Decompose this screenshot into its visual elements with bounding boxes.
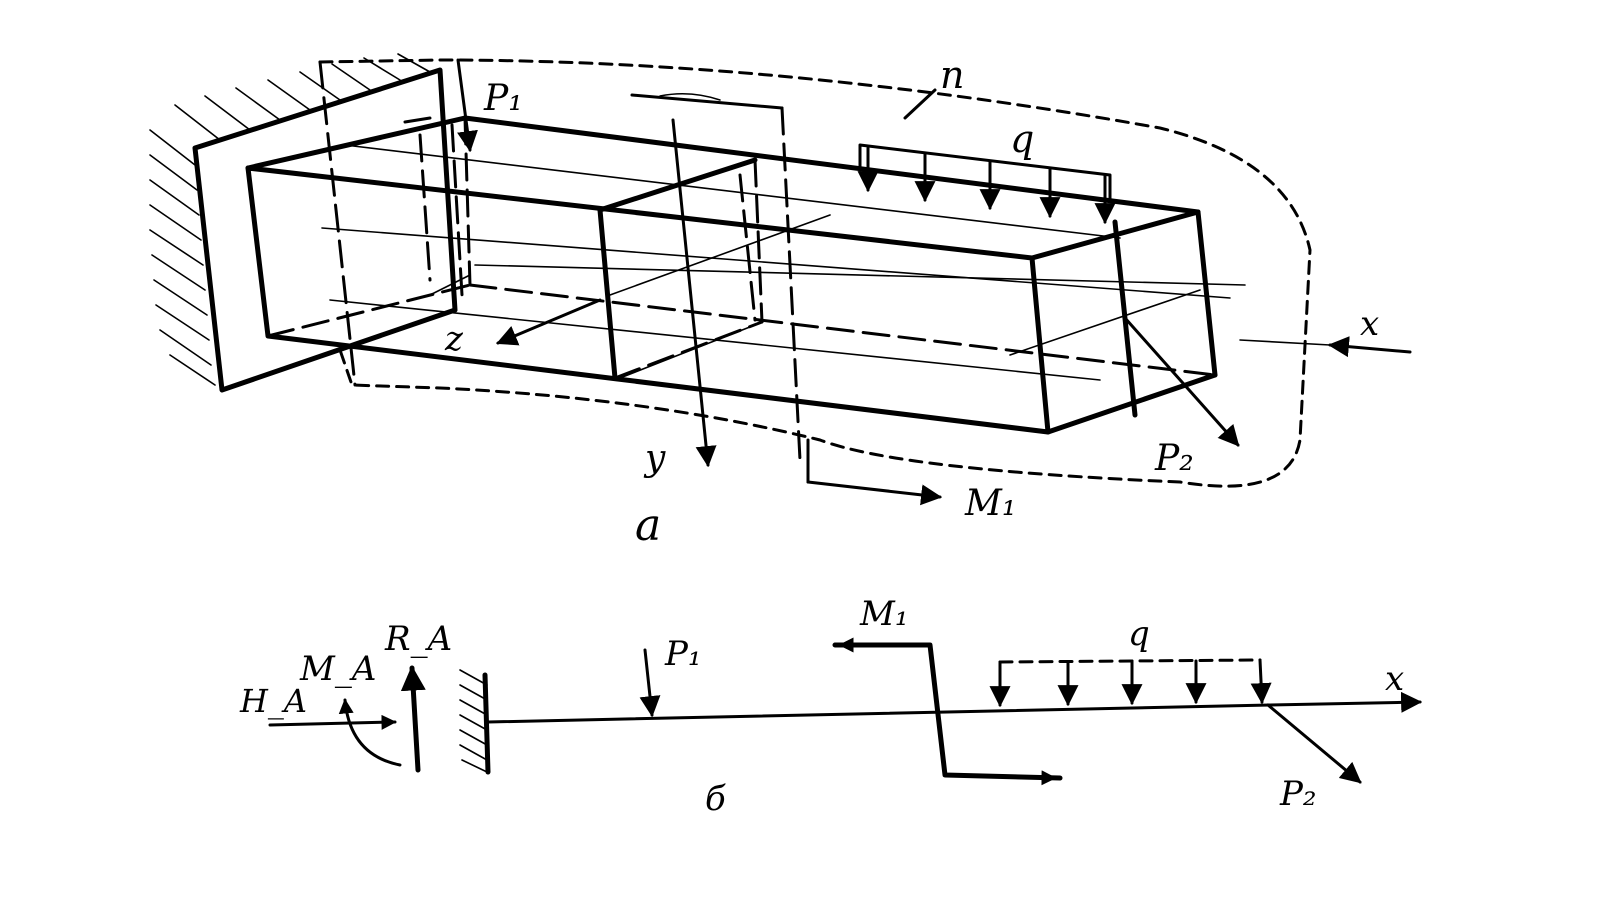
axis-x-label-a: x — [1360, 304, 1379, 344]
m1-plane-line-1 — [738, 173, 757, 322]
moment-ma-arrow — [338, 698, 402, 767]
force-p2-arrow-a — [1123, 316, 1240, 447]
distributed-load-b: q — [989, 614, 1272, 708]
wall-support-b — [459, 669, 491, 775]
p1-dashed-1 — [418, 133, 432, 282]
free-body-boundary — [318, 58, 1312, 488]
axis-z-label-a: z — [444, 319, 464, 359]
beam-box — [245, 115, 1218, 435]
m1-plane-line-2 — [780, 106, 802, 462]
force-p1-label-b: P₁ — [664, 634, 702, 674]
moment-m1-label-b: M₁ — [859, 594, 908, 634]
n-leader — [903, 88, 937, 120]
distributed-load-a: q — [857, 117, 1116, 225]
mid-section-front — [597, 207, 618, 381]
q-envelope-a — [858, 143, 1112, 202]
reaction-ha-label: H_A — [239, 682, 307, 720]
section-cut-line — [318, 60, 357, 387]
section-n-label: n — [940, 53, 964, 97]
beam-top-back-edge — [462, 115, 1201, 215]
m1-top-arc — [659, 92, 721, 101]
force-p2-label-b: P₂ — [1279, 774, 1317, 814]
figure-a: x z y P₁ M₁ q P₂ — [149, 53, 1412, 551]
axis-x-a-ext — [1239, 339, 1331, 346]
figure-b: x R_A M_A H_A P₁ M₁ q P₂ б — [239, 594, 1423, 819]
load-q-label-a: q — [1010, 117, 1034, 161]
wall-support-a — [149, 53, 458, 393]
force-p2-label-a: P₂ — [1154, 438, 1194, 479]
axis-x-label-b: x — [1385, 659, 1404, 699]
m1-top-couple — [630, 93, 784, 110]
wall-b-hatching — [459, 669, 488, 773]
beam-right-back-edge — [1195, 209, 1218, 378]
force-p1-label-a: P₁ — [483, 78, 523, 119]
beam-top-left-edge — [245, 115, 468, 171]
force-p2-arrow-b — [1266, 703, 1362, 784]
reaction-ha-arrow — [268, 714, 397, 730]
wall-hatching — [149, 53, 431, 386]
load-q-label-b: q — [1128, 614, 1150, 654]
force-p1-arrow-a — [456, 58, 478, 153]
beam-front-face — [245, 165, 1051, 435]
axis-y-a — [671, 118, 717, 468]
wall-b-line — [482, 672, 491, 775]
moment-m1-label-a: M₁ — [964, 483, 1016, 524]
hidden-edge-bottom-left — [266, 283, 472, 338]
hidden-edge-bottom-back — [468, 283, 1217, 377]
hidden-edge-back-left — [463, 116, 472, 287]
beam-line-b — [486, 703, 1272, 724]
p1-tick — [403, 116, 432, 124]
centre-lines — [321, 144, 1246, 381]
reaction-ra-label: R_A — [384, 619, 452, 659]
caption-b: б — [705, 779, 726, 819]
m1-b-bottom-arrow — [998, 770, 1057, 786]
axis-x-a — [1327, 336, 1412, 358]
p1-dashed-2 — [450, 123, 464, 297]
axis-z-a — [496, 298, 602, 346]
force-p1-arrow-b — [639, 648, 661, 718]
m1-bottom-couple — [806, 480, 943, 506]
wall-plate — [192, 67, 458, 393]
reaction-ra-arrow — [400, 665, 426, 773]
axis-y-label-a: y — [643, 438, 666, 479]
q-envelope-b — [998, 658, 1262, 664]
axis-x-b — [1268, 691, 1423, 713]
moment-ma-label: M_A — [299, 649, 376, 689]
caption-a: a — [635, 500, 661, 551]
